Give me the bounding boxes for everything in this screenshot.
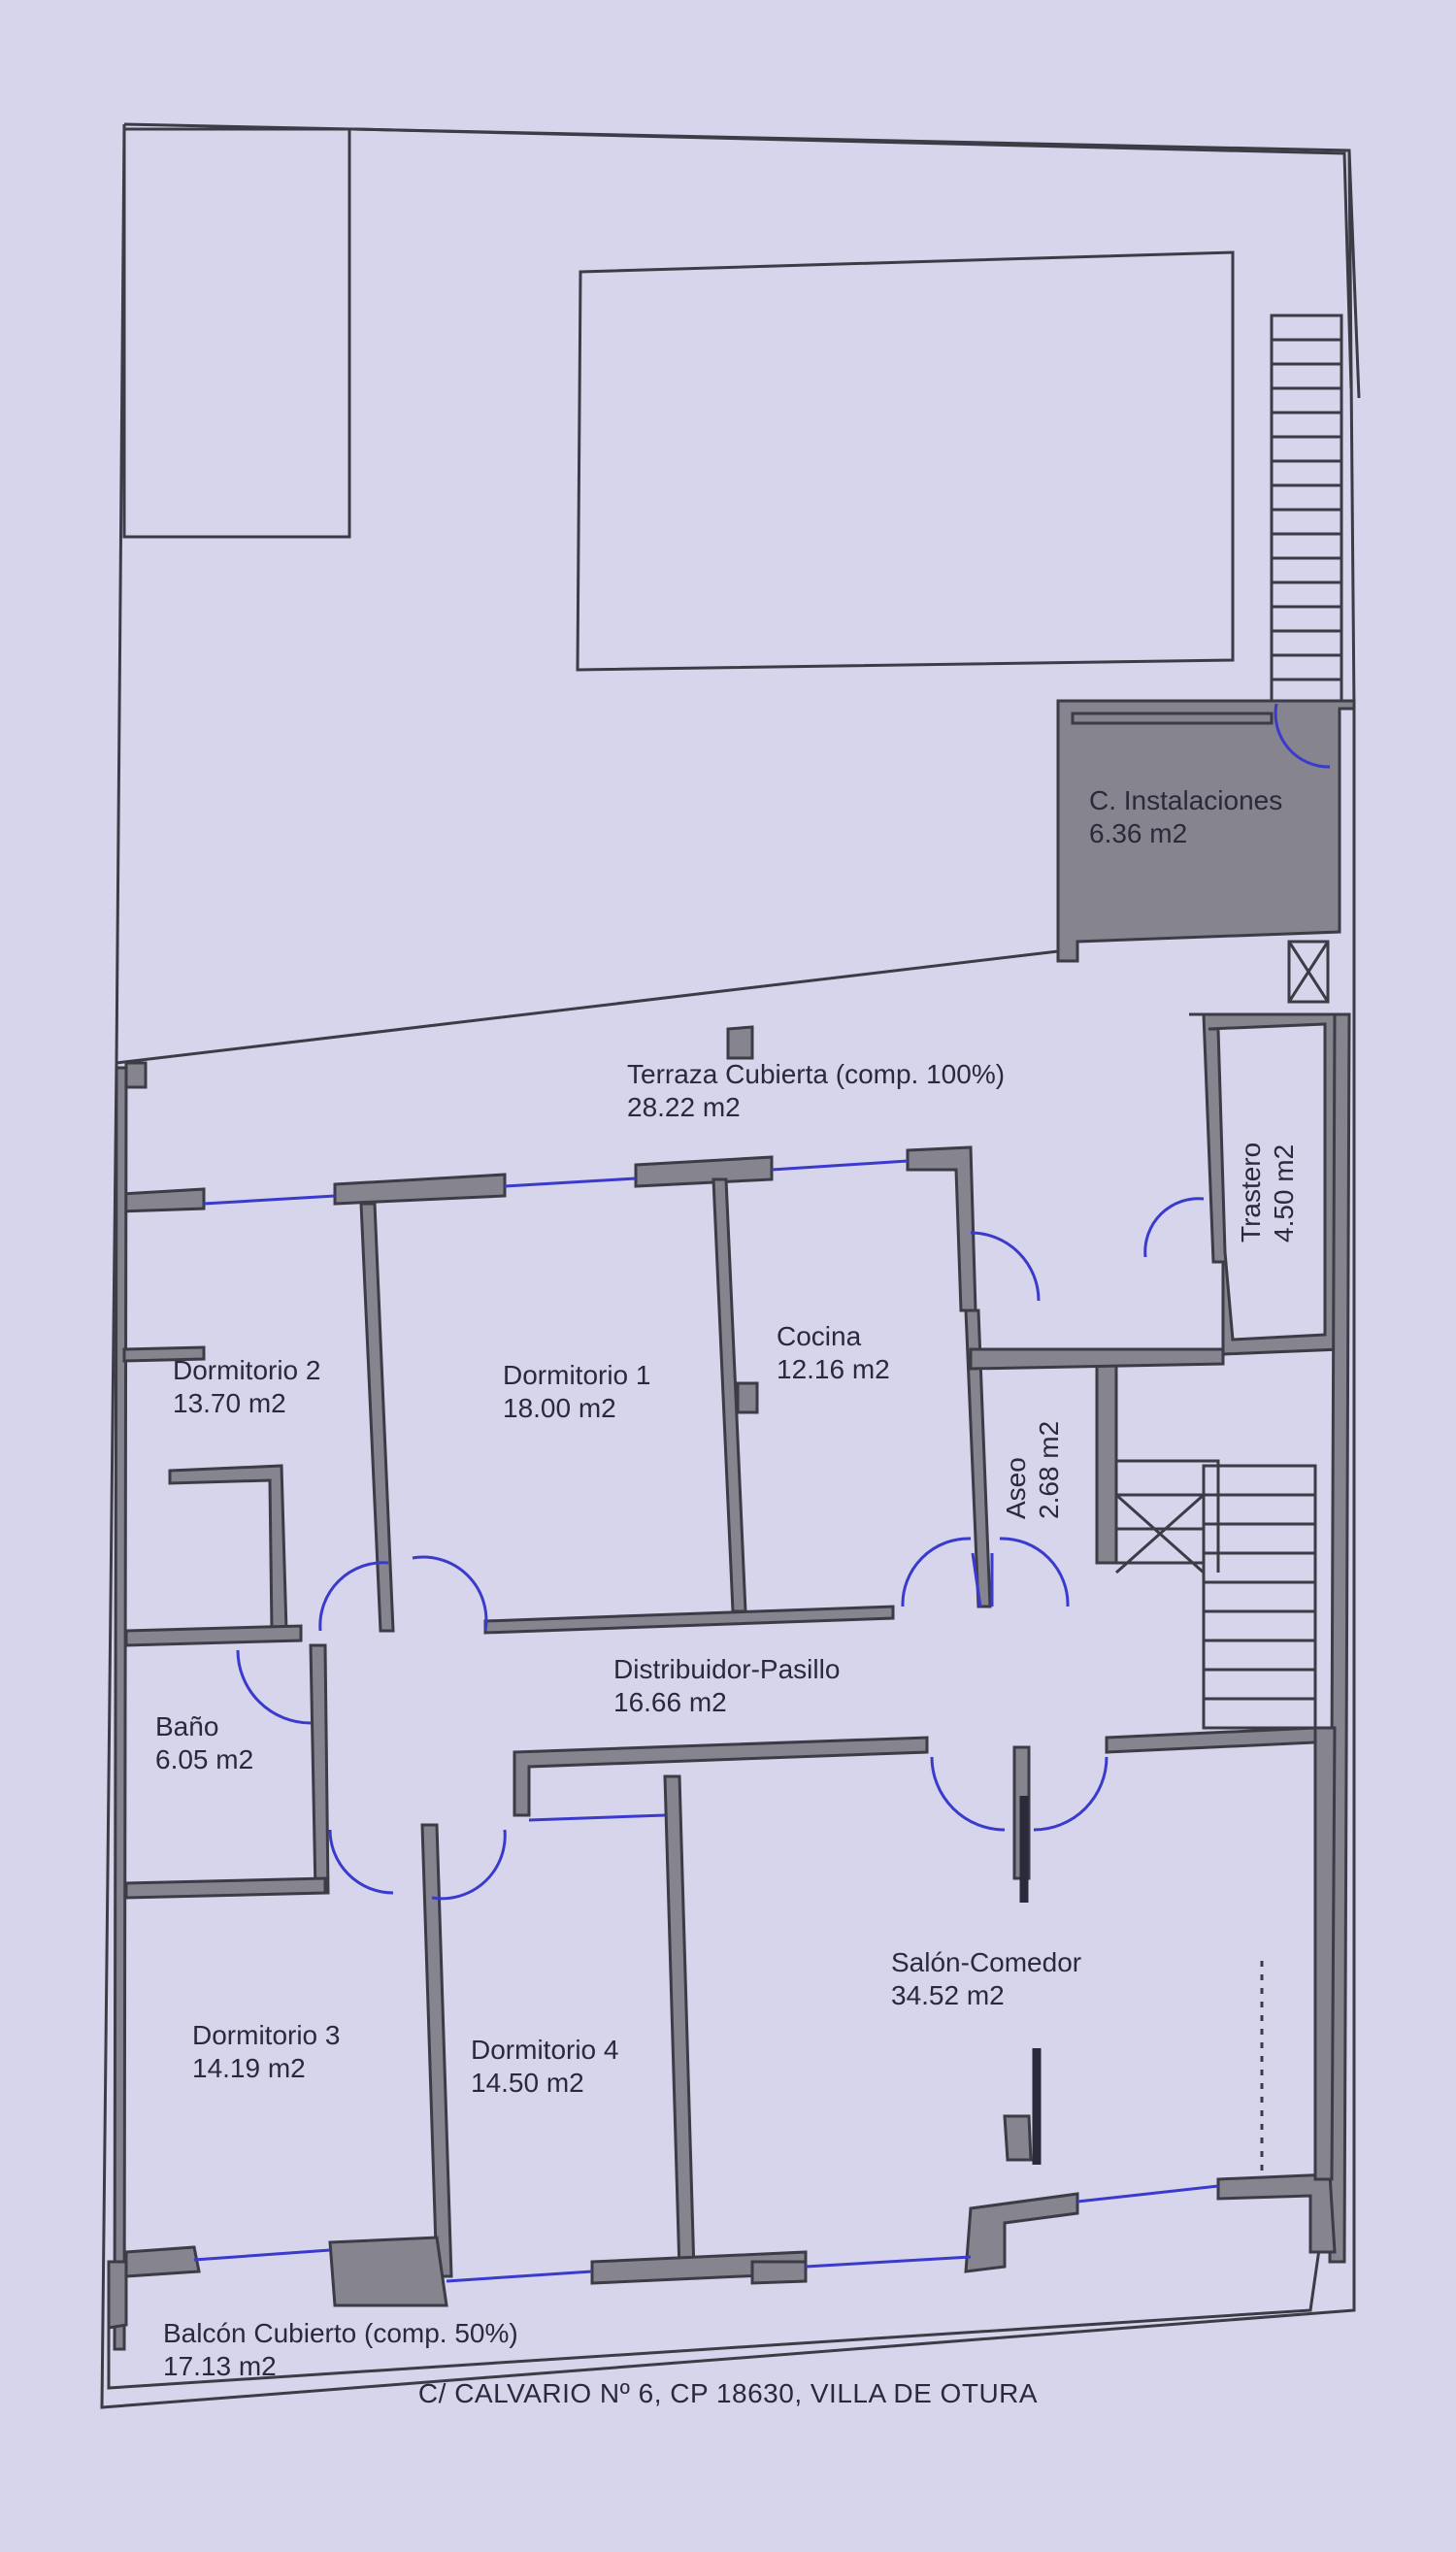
room-label-dormitorio3: Dormitorio 3 14.19 m2 bbox=[192, 2019, 340, 2085]
room-area: 6.36 m2 bbox=[1089, 818, 1188, 848]
room-label-dormitorio4: Dormitorio 4 14.50 m2 bbox=[471, 2034, 618, 2100]
room-name: Aseo bbox=[1001, 1457, 1031, 1519]
room-area: 34.52 m2 bbox=[891, 1980, 1005, 2010]
room-label-instalaciones: C. Instalaciones 6.36 m2 bbox=[1089, 784, 1282, 850]
room-area: 18.00 m2 bbox=[503, 1393, 616, 1423]
room-area: 12.16 m2 bbox=[777, 1354, 890, 1384]
room-name: Dormitorio 4 bbox=[471, 2035, 619, 2065]
room-name: Dormitorio 1 bbox=[503, 1360, 651, 1390]
room-area: 6.05 m2 bbox=[155, 1744, 254, 1774]
room-label-dormitorio2: Dormitorio 2 13.70 m2 bbox=[173, 1354, 320, 1420]
room-label-terraza: Terraza Cubierta (comp. 100%) 28.22 m2 bbox=[627, 1058, 1005, 1124]
room-area: 13.70 m2 bbox=[173, 1388, 286, 1418]
room-name: Dormitorio 2 bbox=[173, 1355, 321, 1385]
annex-outline bbox=[122, 127, 351, 539]
balcony-outline bbox=[107, 2241, 1322, 2390]
room-label-distribuidor: Distribuidor-Pasillo 16.66 m2 bbox=[613, 1653, 840, 1719]
room-name: Cocina bbox=[777, 1321, 862, 1351]
wall-left bbox=[113, 1066, 128, 2351]
shaft bbox=[1287, 940, 1330, 1004]
room-name: Trastero bbox=[1236, 1142, 1266, 1243]
courtyard-outline bbox=[576, 250, 1235, 672]
address-caption: C/ CALVARIO Nº 6, CP 18630, VILLA DE OTU… bbox=[417, 2378, 1039, 2408]
room-label-salon: Salón-Comedor 34.52 m2 bbox=[891, 1946, 1081, 2012]
room-name: C. Instalaciones bbox=[1089, 785, 1283, 815]
room-name: Balcón Cubierto (comp. 50%) bbox=[163, 2318, 518, 2348]
room-label-cocina: Cocina 12.16 m2 bbox=[777, 1320, 890, 1386]
room-label-dormitorio1: Dormitorio 1 18.00 m2 bbox=[503, 1359, 650, 1425]
inner-stair bbox=[1202, 1464, 1317, 1730]
wall-instalaciones bbox=[1056, 699, 1356, 963]
room-name: Baño bbox=[155, 1711, 219, 1741]
room-area: 14.19 m2 bbox=[192, 2053, 306, 2083]
room-name: Terraza Cubierta (comp. 100%) bbox=[627, 1059, 1006, 1089]
room-name: Dormitorio 3 bbox=[192, 2020, 341, 2050]
room-label-bano: Baño 6.05 m2 bbox=[155, 1710, 253, 1776]
room-name: Distribuidor-Pasillo bbox=[613, 1654, 841, 1684]
room-name: Salón-Comedor bbox=[891, 1947, 1082, 1977]
room-area: 16.66 m2 bbox=[613, 1687, 727, 1717]
room-label-aseo: Aseo 2.68 m2 bbox=[1000, 1421, 1066, 1519]
room-label-trastero: Trastero 4.50 m2 bbox=[1235, 1143, 1301, 1243]
room-label-balcon: Balcón Cubierto (comp. 50%) 17.13 m2 bbox=[163, 2317, 518, 2383]
room-area: 28.22 m2 bbox=[627, 1092, 741, 1122]
room-area: 14.50 m2 bbox=[471, 2068, 584, 2098]
room-area: 4.50 m2 bbox=[1269, 1143, 1299, 1243]
wall-top-row bbox=[119, 1145, 977, 1312]
room-area: 17.13 m2 bbox=[163, 2351, 277, 2381]
room-area: 2.68 m2 bbox=[1034, 1420, 1064, 1519]
